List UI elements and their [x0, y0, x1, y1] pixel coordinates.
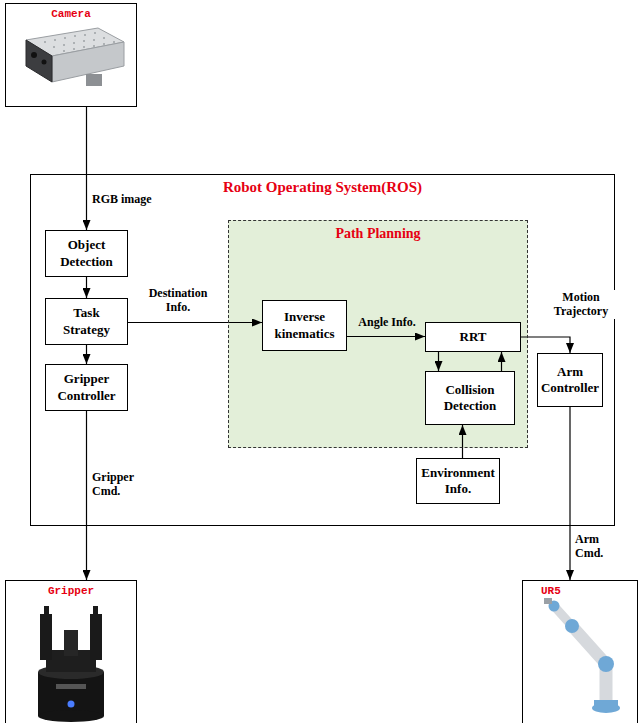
- process-box: Arm Controller: [537, 353, 603, 407]
- edge-label: Angle Info.: [350, 315, 424, 329]
- box-title: Path Planning: [229, 226, 527, 243]
- process-box: Task Strategy: [45, 298, 128, 345]
- connector-arrow: [86, 411, 87, 580]
- connector-arrow: [462, 425, 463, 458]
- ur5-illustration: [544, 598, 620, 713]
- group-region: Path PlanningInverse kinematicsRRT Collis…: [228, 220, 528, 448]
- box-label: RRT: [460, 329, 487, 345]
- edge-label: Destination Info.: [136, 286, 220, 315]
- connector-arrow: [86, 345, 87, 364]
- box-label: Environment Info.: [421, 465, 495, 498]
- edge-label: Arm Cmd.: [575, 532, 621, 561]
- box-title: UR5: [541, 585, 637, 598]
- region-fill: [228, 220, 528, 448]
- process-box: Inverse kinematics: [262, 300, 347, 351]
- camera-illustration: [26, 28, 124, 86]
- box-label: Collision Detection: [430, 382, 510, 415]
- device-box: UR5: [522, 580, 638, 723]
- region-fill: [228, 220, 528, 448]
- edge-label: Gripper Cmd.: [92, 470, 148, 499]
- connector-arrow: [86, 277, 87, 298]
- process-box: RRT: [425, 322, 521, 352]
- box-title: Gripper: [6, 585, 136, 598]
- box-label: Object Detection: [50, 237, 123, 270]
- connector-arrow: [347, 336, 425, 337]
- process-box: Object Detection: [45, 230, 128, 277]
- device-box: Camera: [5, 3, 137, 107]
- box-label: Arm Controller: [541, 364, 599, 397]
- connector-arrow: [569, 407, 570, 580]
- input-box: Environment Info.: [416, 458, 500, 504]
- edge-label: Motion Trajectory: [540, 290, 622, 319]
- edge-label: RGB image: [92, 192, 164, 206]
- connector-arrow: [86, 107, 87, 230]
- box-label: Inverse kinematics: [267, 309, 342, 342]
- device-box: Gripper: [5, 580, 137, 723]
- process-box: Collision Detection: [425, 371, 515, 425]
- box-label: Gripper Controller: [50, 371, 123, 404]
- connector-arrow: [128, 322, 262, 323]
- box-label: Task Strategy: [50, 305, 123, 338]
- process-box: Gripper Controller: [45, 364, 128, 411]
- connector-arrow: [501, 352, 502, 371]
- connector-arrow: [438, 352, 439, 371]
- gripper-illustration: [38, 606, 104, 722]
- connector-arrow: [521, 337, 570, 353]
- box-title: Camera: [6, 8, 136, 21]
